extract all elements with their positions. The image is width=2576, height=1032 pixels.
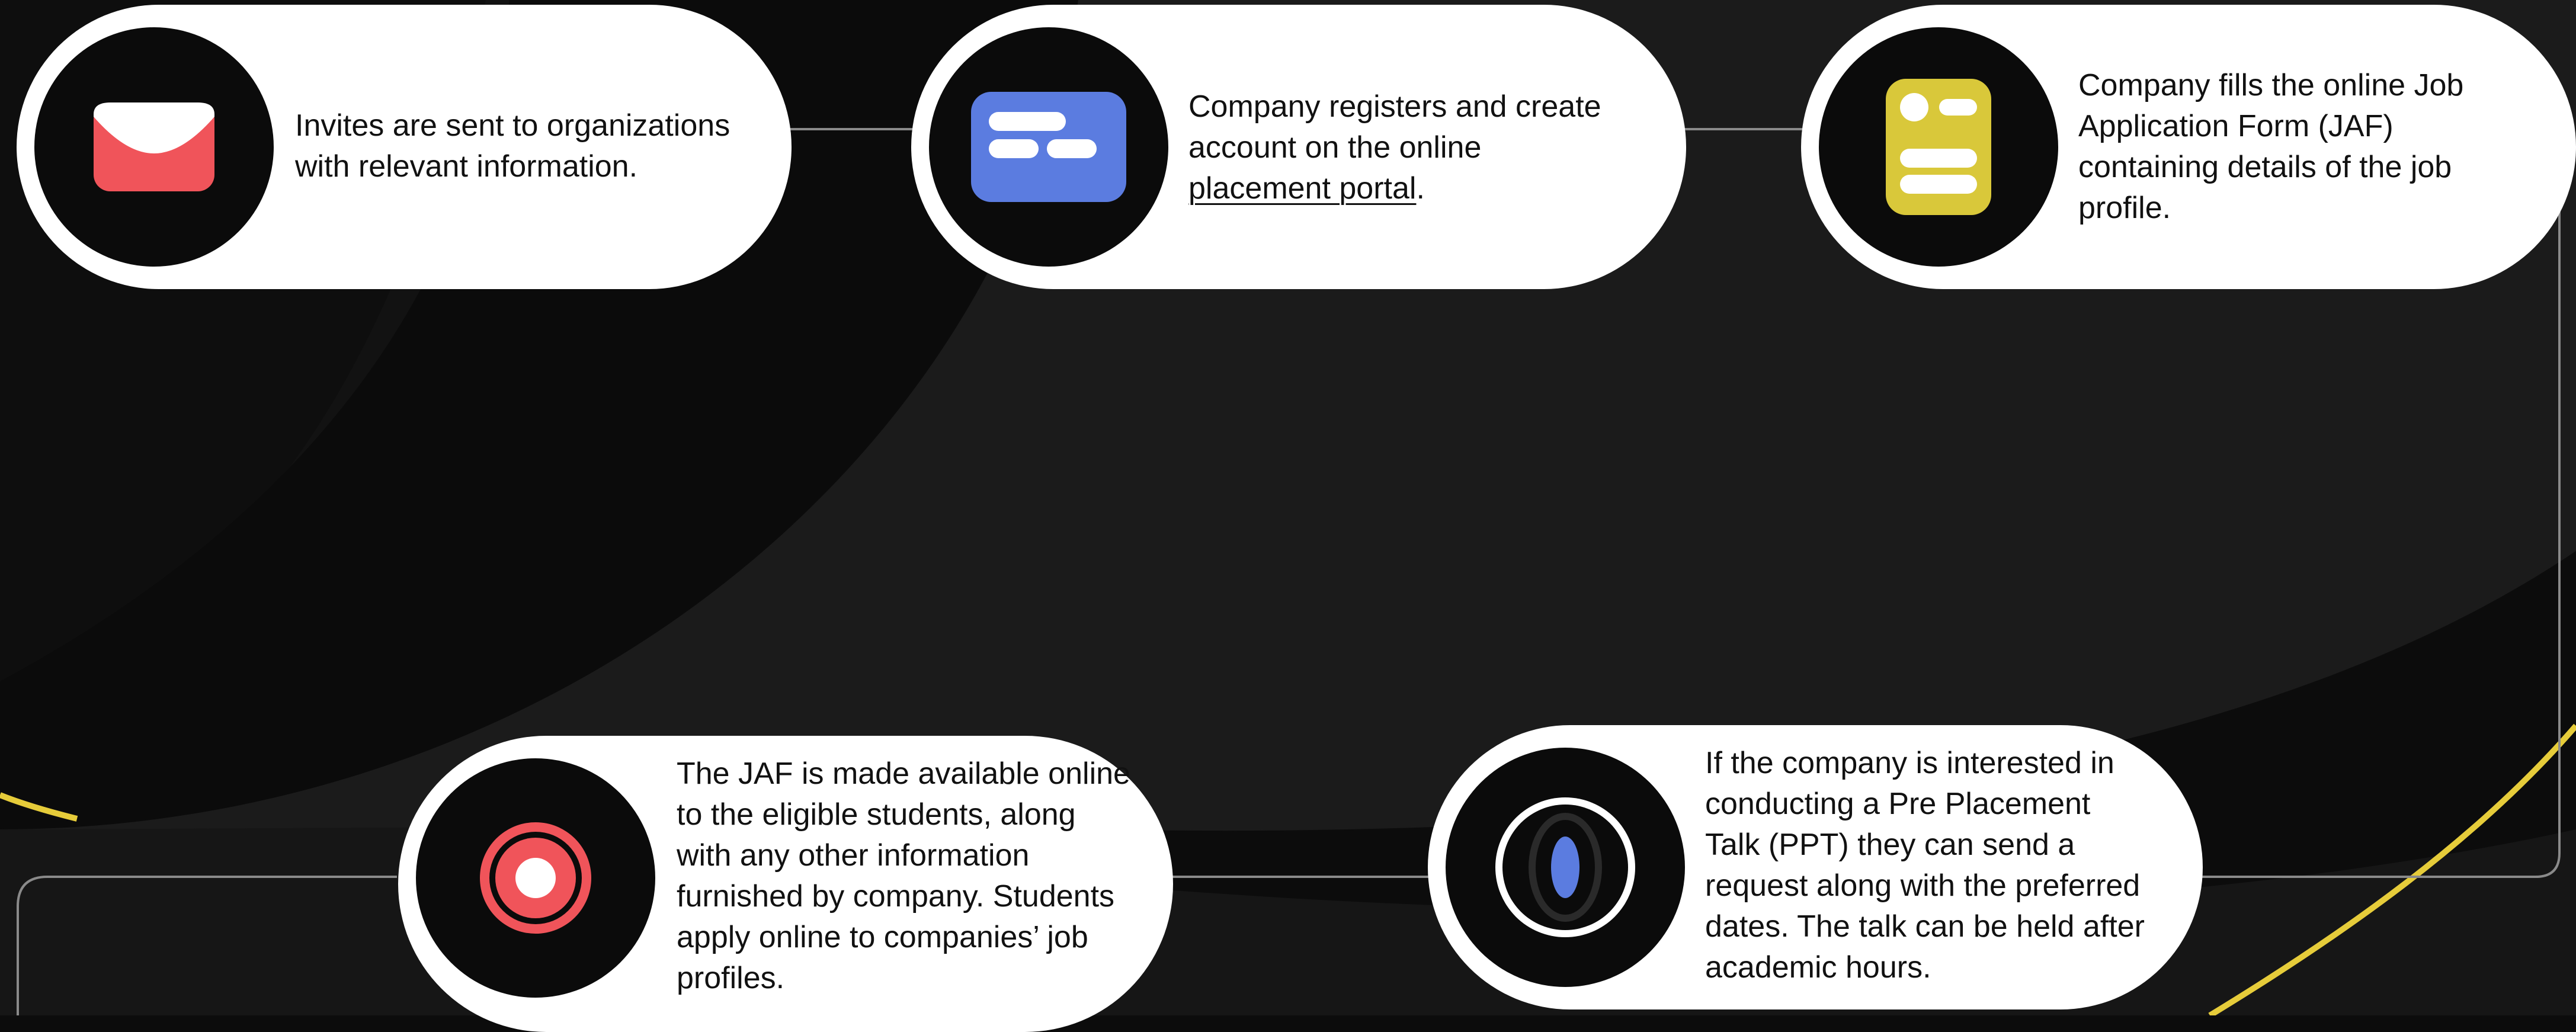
step-icon-disc <box>34 27 274 267</box>
target-icon <box>480 822 591 934</box>
portal-card-icon <box>971 92 1126 202</box>
envelope-icon <box>94 102 214 191</box>
step-icon-disc <box>1819 27 2058 267</box>
step-icon-disc <box>1446 748 1685 987</box>
ppt-talk-icon <box>1495 797 1635 937</box>
form-icon <box>1886 79 1991 215</box>
connector-4-left-loop <box>17 876 397 1015</box>
step-icon-disc <box>929 27 1168 267</box>
yellow-accent-curve-right <box>2208 723 2576 1015</box>
connector-3-right-loop <box>2198 201 2561 878</box>
placement-portal-link[interactable]: placement portal <box>1188 171 1417 206</box>
step-icon-disc <box>416 758 655 998</box>
yellow-accent-curve-left <box>0 792 78 822</box>
